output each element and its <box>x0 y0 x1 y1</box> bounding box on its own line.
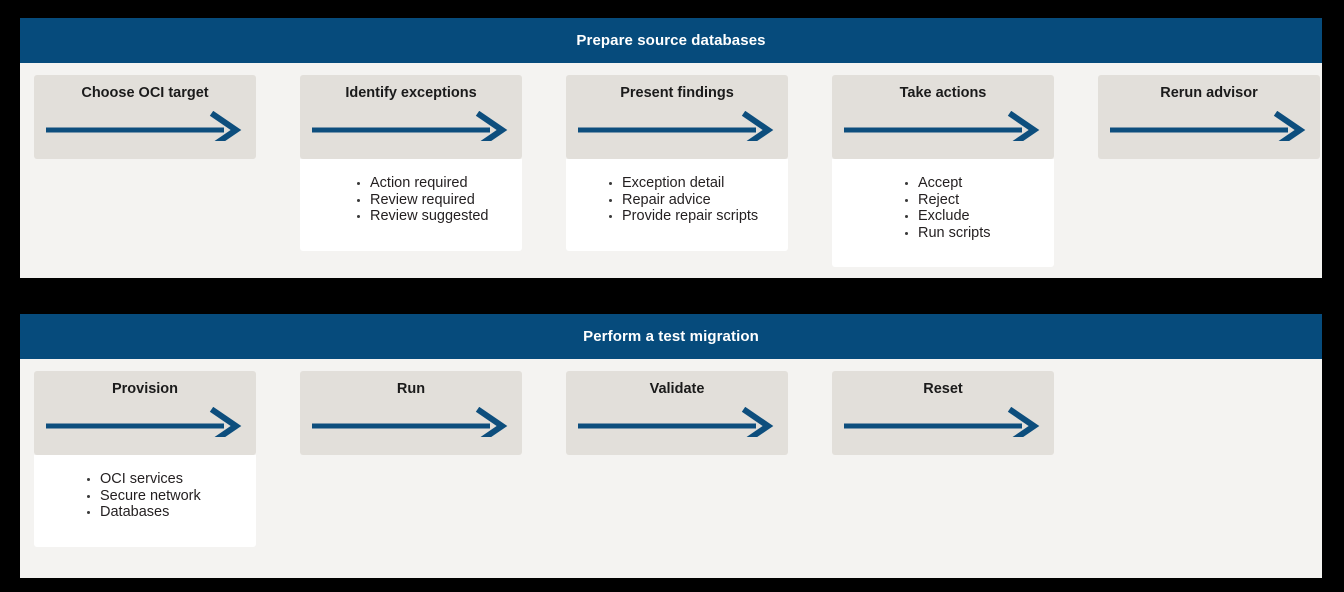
arrow-right-icon <box>312 407 510 437</box>
arrow-right-icon <box>1110 111 1308 141</box>
step-provision[interactable]: Provision OCI services Secure network Da… <box>34 371 256 547</box>
steps-row: Choose OCI target Identify exceptions <box>20 63 1322 267</box>
list-item: Reject <box>900 192 1044 209</box>
bullet-list: Exception detail Repair advice Provide r… <box>604 175 778 225</box>
step-header: Validate <box>566 371 788 455</box>
step-take-actions[interactable]: Take actions Accept Reject Exclude Run s… <box>832 75 1054 267</box>
panel-header: Perform a test migration <box>20 314 1322 359</box>
list-item: Databases <box>82 504 246 521</box>
step-label: Take actions <box>899 85 987 101</box>
arrow-right-icon <box>844 407 1042 437</box>
step-reset[interactable]: Reset <box>832 371 1054 455</box>
step-label: Run <box>396 381 426 397</box>
step-header: Run <box>300 371 522 455</box>
arrow-right-icon <box>578 111 776 141</box>
list-item: Review suggested <box>352 208 512 225</box>
step-header: Rerun advisor <box>1098 75 1320 159</box>
step-label: Choose OCI target <box>81 85 209 101</box>
list-item: Exclude <box>900 208 1044 225</box>
arrow-right-icon <box>578 407 776 437</box>
step-header: Identify exceptions <box>300 75 522 159</box>
step-label: Identify exceptions <box>345 85 477 101</box>
step-run[interactable]: Run <box>300 371 522 455</box>
step-details-card: Exception detail Repair advice Provide r… <box>566 159 788 251</box>
step-header: Choose OCI target <box>34 75 256 159</box>
step-label: Provision <box>111 381 179 397</box>
panel-header: Prepare source databases <box>20 18 1322 63</box>
list-item: Secure network <box>82 488 246 505</box>
step-present-findings[interactable]: Present findings Exception detail Repair… <box>566 75 788 251</box>
panel-title: Prepare source databases <box>576 32 766 49</box>
step-details-card: Accept Reject Exclude Run scripts <box>832 159 1054 267</box>
list-item: Review required <box>352 192 512 209</box>
step-choose-oci-target[interactable]: Choose OCI target <box>34 75 256 159</box>
arrow-right-icon <box>46 111 244 141</box>
list-item: Exception detail <box>604 175 778 192</box>
step-label: Reset <box>923 381 963 397</box>
bullet-list: Action required Review required Review s… <box>352 175 512 225</box>
panel-title: Perform a test migration <box>583 328 759 345</box>
step-label: Validate <box>649 381 705 397</box>
panel-perform-a-test-migration: Perform a test migration Provision OCI s… <box>20 314 1322 578</box>
step-label: Rerun advisor <box>1160 85 1258 101</box>
steps-row: Provision OCI services Secure network Da… <box>20 359 1322 547</box>
arrow-right-icon <box>844 111 1042 141</box>
bullet-list: OCI services Secure network Databases <box>82 471 246 521</box>
step-details-card: Action required Review required Review s… <box>300 159 522 251</box>
step-validate[interactable]: Validate <box>566 371 788 455</box>
bullet-list: Accept Reject Exclude Run scripts <box>900 175 1044 241</box>
step-details-card: OCI services Secure network Databases <box>34 455 256 547</box>
panel-prepare-source-databases: Prepare source databases Choose OCI targ… <box>20 18 1322 278</box>
arrow-right-icon <box>46 407 244 437</box>
step-identify-exceptions[interactable]: Identify exceptions Action required Revi… <box>300 75 522 251</box>
list-item: Accept <box>900 175 1044 192</box>
step-rerun-advisor[interactable]: Rerun advisor <box>1098 75 1320 159</box>
step-label: Present findings <box>620 85 734 101</box>
list-item: OCI services <box>82 471 246 488</box>
step-header: Take actions <box>832 75 1054 159</box>
list-item: Repair advice <box>604 192 778 209</box>
list-item: Run scripts <box>900 225 1044 242</box>
step-header: Reset <box>832 371 1054 455</box>
list-item: Provide repair scripts <box>604 208 778 225</box>
arrow-right-icon <box>312 111 510 141</box>
list-item: Action required <box>352 175 512 192</box>
step-header: Provision <box>34 371 256 455</box>
step-header: Present findings <box>566 75 788 159</box>
